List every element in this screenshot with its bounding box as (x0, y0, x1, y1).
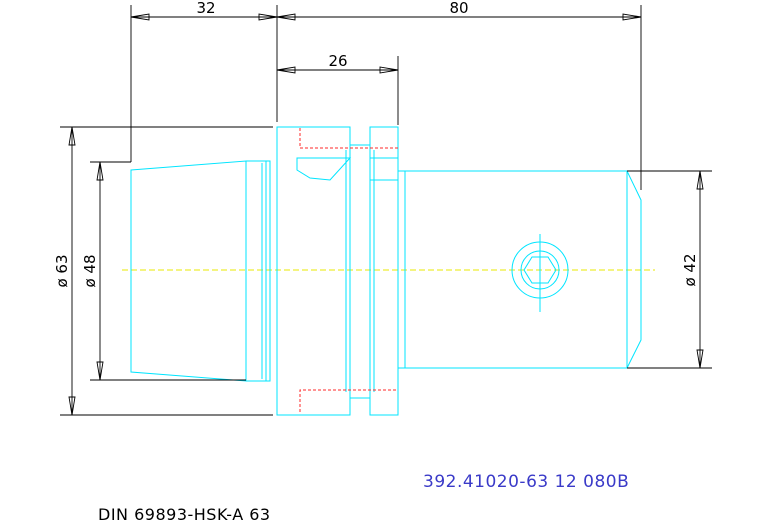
dim-text-dia-42: ø 42 (681, 253, 699, 286)
arrow-26-right (379, 66, 399, 74)
arrow-42-bottom (696, 349, 704, 369)
tool-holder-outline (130, 126, 642, 416)
arrow-63-top (68, 126, 76, 146)
arrow-63-bottom (68, 396, 76, 416)
part-number-label: 392.41020-63 12 080B (423, 472, 629, 492)
arrow-26-left (276, 66, 296, 74)
hidden-top-bore (299, 128, 398, 149)
dimension-lines (60, 5, 712, 416)
arrow-80-right (622, 13, 642, 21)
hsk-taper-inner (246, 160, 271, 382)
arrow-32-left (130, 13, 150, 21)
arrow-42-top (696, 170, 704, 190)
dim-text-26: 26 (328, 52, 347, 70)
drive-slot-notch (296, 157, 352, 181)
arrow-32-right (258, 13, 278, 21)
hidden-lines (299, 128, 398, 412)
arrow-80-left (276, 13, 296, 21)
dim-text-80: 80 (449, 0, 468, 17)
dim-text-32: 32 (196, 0, 215, 17)
standard-label: DIN 69893-HSK-A 63 (98, 505, 271, 523)
dim-text-dia-63: ø 63 (53, 254, 71, 287)
arrow-48-top (96, 161, 104, 181)
arrow-48-bottom (96, 361, 104, 381)
screw-hex-socket (523, 256, 557, 284)
dim-text-dia-48: ø 48 (81, 254, 99, 287)
hsk-taper (130, 160, 247, 382)
hidden-bottom-bore (299, 389, 398, 412)
